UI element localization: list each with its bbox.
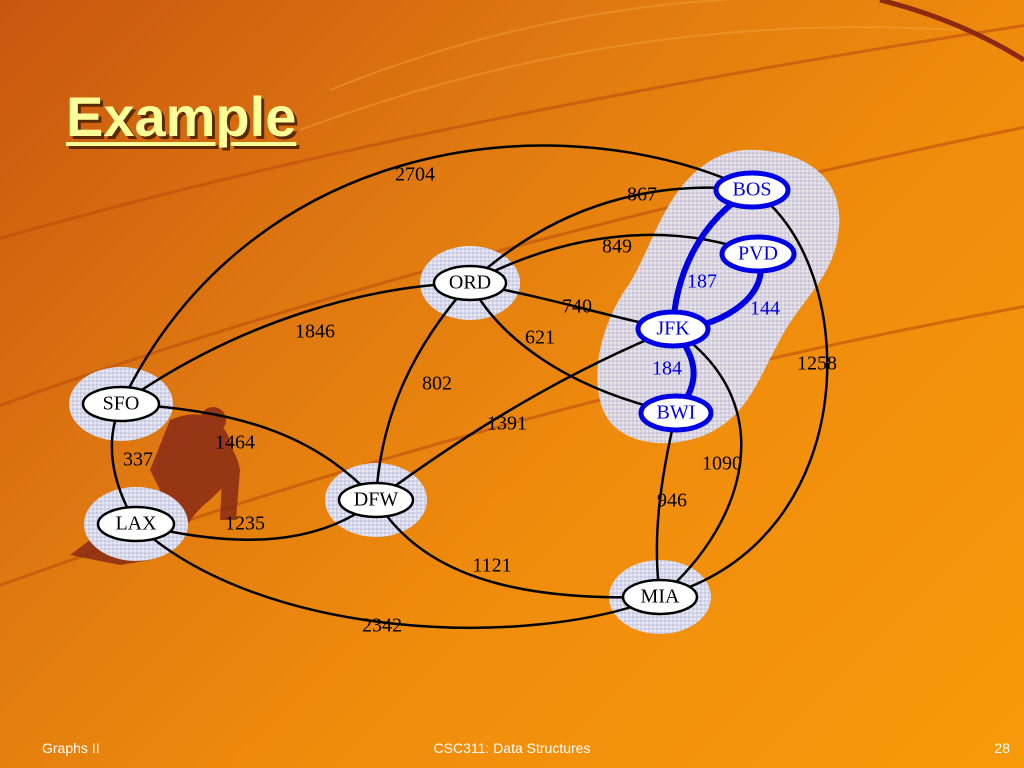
node-label-pvd: PVD: [738, 243, 778, 265]
footer-course: CSC311: Data Structures: [433, 740, 591, 756]
edge-bwi-mia: [655, 412, 678, 598]
node-label-mia: MIA: [641, 586, 680, 608]
node-label-ord: ORD: [449, 272, 491, 294]
highlight-region: [597, 149, 840, 444]
edge-weight-jfk-bwi: 184: [652, 358, 682, 380]
edge-weight-bos-jfk: 187: [687, 271, 717, 293]
edge-weight-ord-pvd: 849: [602, 236, 632, 258]
edge-sfo-ord: [120, 281, 471, 406]
node-shape-sfo: [81, 385, 161, 423]
edge-weight-dfw-jfk: 1391: [487, 413, 527, 435]
edge-weight-sfo-bos: 2704: [395, 164, 435, 186]
edge-weight-jfk-mia: 1090: [702, 453, 742, 475]
edge-weight-lax-dfw: 1235: [225, 513, 265, 535]
graph-nodes: BOS PVD JFK BWI ORD SFO LAX DFW MIA: [81, 170, 797, 616]
edge-sfo-bos: [119, 144, 753, 405]
node-mia: MIA: [621, 578, 699, 616]
node-label-bos: BOS: [733, 179, 772, 201]
node-ord: ORD: [432, 264, 508, 302]
edge-weight-pvd-jfk: 144: [750, 298, 780, 320]
edge-bos-mia: [659, 188, 829, 599]
edge-weight-ord-dfw: 802: [422, 373, 452, 395]
node-label-dfw: DFW: [354, 489, 399, 511]
node-shape-ord: [432, 264, 508, 302]
slide-number: 28: [994, 740, 1010, 756]
edge-weight-lax-mia: 2342: [362, 615, 402, 637]
edge-weight-sfo-dfw: 1464: [215, 432, 255, 454]
edge-weight-sfo-ord: 1846: [295, 321, 335, 343]
footer-left: Graphs II: [42, 740, 100, 756]
edge-weight-bwi-mia: 946: [657, 490, 687, 512]
edge-weight-sfo-lax: 337: [123, 449, 153, 471]
edge-lax-mia: [135, 523, 661, 629]
node-jfk: JFK: [635, 309, 711, 349]
node-label-bwi: BWI: [657, 402, 696, 424]
node-label-jfk: JFK: [656, 318, 690, 340]
node-label-sfo: SFO: [103, 393, 140, 415]
edge-lax-dfw: [135, 499, 377, 541]
node-shape-dfw: [337, 481, 415, 519]
edge-weight-dfw-mia: 1121: [472, 555, 511, 577]
slide-title: Example: [66, 85, 297, 148]
node-bwi: BWI: [638, 393, 714, 433]
node-shape-bos: [713, 170, 791, 210]
edge-weight-ord-bos: 867: [627, 184, 657, 206]
edge-ord-dfw: [374, 282, 471, 501]
edge-weight-labels: 2704 867 849 740 621 1846 802 1391 1464 337 1235 23…: [123, 164, 837, 637]
node-halos: [69, 246, 711, 634]
edge-weight-bos-mia: 1258: [797, 353, 837, 375]
node-shape-lax: [96, 505, 176, 543]
edge-jfk-mia: [659, 327, 743, 598]
node-shape-pvd: [719, 234, 797, 274]
node-shape-jfk: [635, 309, 711, 349]
node-label-lax: LAX: [115, 513, 157, 535]
node-shape-bwi: [638, 393, 714, 433]
node-sfo: SFO: [81, 385, 161, 423]
edge-weight-ord-bwi: 621: [525, 327, 555, 349]
node-dfw: DFW: [337, 481, 415, 519]
edge-weight-ord-jfk: 740: [562, 296, 592, 318]
node-shape-mia: [621, 578, 699, 616]
node-pvd: PVD: [719, 234, 797, 274]
edge-dfw-mia: [374, 499, 661, 599]
edge-dfw-jfk: [375, 327, 674, 502]
node-bos: BOS: [713, 170, 791, 210]
edge-sfo-dfw: [120, 402, 377, 501]
node-lax: LAX: [96, 505, 176, 543]
edge-ord-bwi: [468, 282, 677, 415]
